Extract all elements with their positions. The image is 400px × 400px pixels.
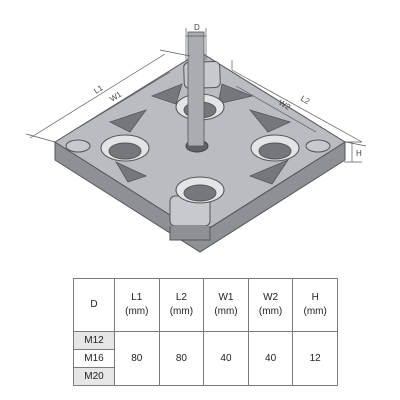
value-w2: 40 <box>247 331 294 386</box>
table-row: M20 <box>73 367 338 386</box>
value-l2: 80 <box>158 331 205 386</box>
value-w1: 40 <box>203 331 249 386</box>
size-m12: M12 <box>73 331 115 350</box>
triangular-slots <box>108 83 292 185</box>
header-d: D <box>73 278 115 332</box>
table-header-row: D L1(mm) L2(mm) W1(mm) W2(mm) H(mm) <box>73 278 338 332</box>
dim-label-d: D <box>194 23 200 32</box>
value-h: 12 <box>292 331 338 386</box>
header-l2: L2(mm) <box>158 278 205 332</box>
product-drawing: D L1 W1 L2 W2 H <box>25 23 367 253</box>
dimension-lines <box>25 28 367 163</box>
center-pin <box>187 31 205 147</box>
specification-table: D L1(mm) L2(mm) W1(mm) W2(mm) H(mm) M12 … <box>73 278 338 386</box>
table-row: M12 80 80 40 40 12 <box>73 331 338 386</box>
dim-label-l1: L1 <box>92 83 105 96</box>
base-plate-isometric-drawing: D L1 W1 L2 W2 H <box>25 23 367 253</box>
dim-label-l2: L2 <box>299 94 312 107</box>
header-l1: L1(mm) <box>114 278 160 332</box>
dim-label-h: H <box>356 149 362 158</box>
size-m16: M16 <box>73 349 115 368</box>
header-w1: W1(mm) <box>203 278 249 332</box>
size-m20: M20 <box>73 367 115 386</box>
header-h: H(mm) <box>292 278 338 332</box>
header-w2: W2(mm) <box>247 278 294 332</box>
value-l1: 80 <box>114 331 160 386</box>
table-row: M16 <box>73 349 338 368</box>
